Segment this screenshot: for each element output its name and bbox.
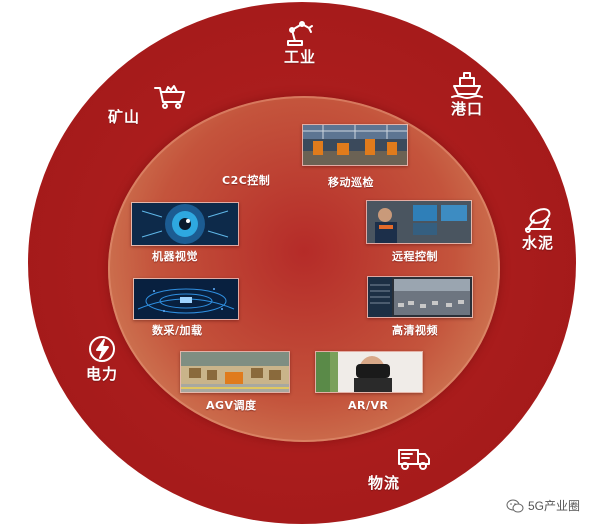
watermark: 5G产业圈	[506, 497, 580, 514]
app-label: 移动巡检	[328, 176, 374, 189]
cement-mixer-icon	[520, 202, 556, 234]
sector-label: 水泥	[521, 234, 554, 252]
machine-vision-image	[131, 202, 239, 246]
watermark-text: 5G产业圈	[527, 499, 580, 513]
sector-label: 物流	[367, 474, 400, 492]
mobile-patrol-image	[302, 124, 408, 166]
hd-video-image	[367, 276, 473, 318]
sector-logistics: 物流	[356, 442, 430, 492]
lightning-bolt-icon	[84, 333, 120, 365]
sector-label: 电力	[85, 365, 118, 383]
delivery-truck-icon	[396, 442, 432, 474]
app-label: 机器视觉	[152, 250, 198, 263]
app-label: AR/VR	[348, 399, 389, 412]
wechat-icon	[506, 499, 524, 513]
ar-vr-image	[315, 351, 423, 393]
ship-icon	[449, 68, 485, 100]
sector-label: 矿山	[108, 108, 141, 126]
app-label: 高清视频	[392, 324, 438, 337]
sector-mining: 矿山	[108, 80, 198, 126]
sector-industry: 工业	[272, 16, 328, 66]
sector-port: 港口	[437, 68, 497, 118]
mine-cart-icon	[152, 80, 188, 112]
sector-label: 港口	[450, 100, 483, 118]
app-label: 远程控制	[392, 250, 438, 263]
sector-cement: 水泥	[510, 202, 566, 252]
sector-power: 电力	[74, 333, 130, 383]
data-collection-image	[133, 278, 239, 320]
app-label: 数采/加载	[152, 324, 203, 337]
sector-label: 工业	[283, 48, 316, 66]
app-label: AGV调度	[206, 399, 257, 412]
remote-control-image	[366, 200, 472, 244]
app-label: C2C控制	[222, 174, 271, 187]
robot-arm-icon	[282, 16, 318, 48]
agv-dispatch-image	[180, 351, 290, 393]
